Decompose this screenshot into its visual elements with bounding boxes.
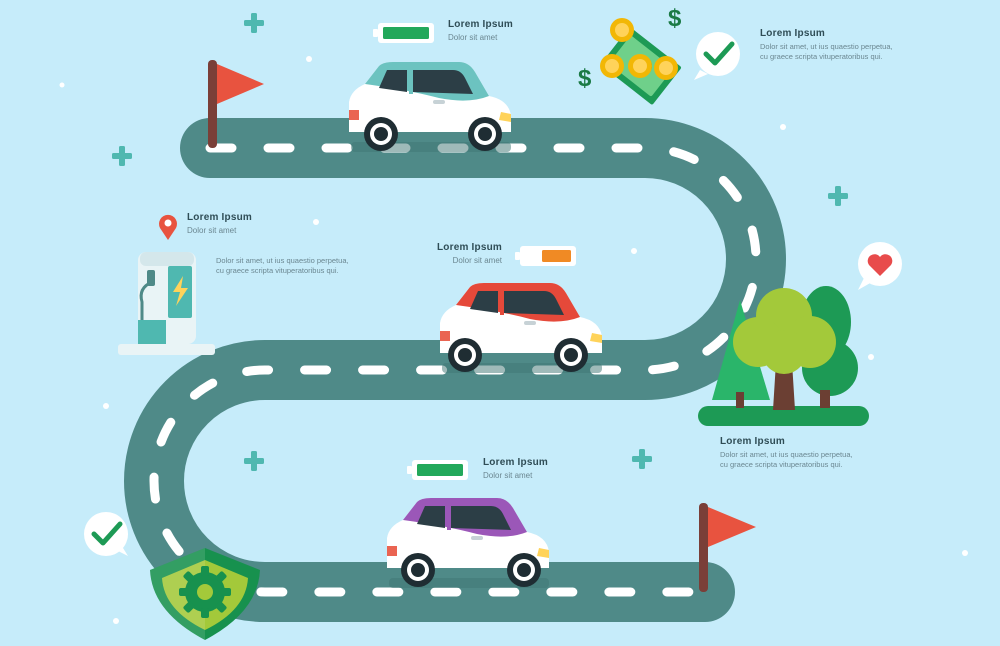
- label-title: Lorem Ipsum: [760, 28, 825, 39]
- road-dashes: [149, 143, 761, 597]
- heart-icon: [858, 242, 902, 290]
- label-subtitle: Dolor sit amet: [483, 471, 533, 480]
- label-title: Lorem Ipsum: [720, 436, 785, 447]
- label-subtitle: Dolor sit amet: [187, 226, 237, 235]
- label-title: Lorem Ipsum: [187, 212, 252, 223]
- label-subtitle: Dolor sit amet: [452, 256, 502, 265]
- car-purple-icon: [387, 498, 549, 588]
- label-subtitle: Dolor sit amet: [448, 33, 498, 42]
- label-title: Lorem Ipsum: [448, 19, 513, 30]
- svg-text:$: $: [668, 5, 682, 32]
- car-red-icon: [440, 283, 602, 373]
- trees-icon: [698, 286, 869, 426]
- label-station: Lorem Ipsum Dolor sit amet: [187, 212, 252, 235]
- label-mid-car: Lorem Ipsum Dolor sit amet: [402, 242, 502, 265]
- battery-full-icon-bottom: [407, 460, 468, 480]
- check-icon-bottom: [84, 512, 128, 556]
- svg-text:$: $: [578, 65, 592, 92]
- finish-flag-icon: [699, 503, 756, 592]
- decorative-dots: [59, 56, 968, 624]
- label-title: Lorem Ipsum: [483, 457, 548, 468]
- charging-station-icon: [118, 252, 215, 355]
- car-teal-icon: [349, 62, 511, 152]
- label-bottom-car: Lorem Ipsum Dolor sit amet: [483, 457, 548, 480]
- battery-low-icon-mid: [515, 246, 576, 266]
- shield-gear-icon: [150, 548, 260, 640]
- battery-full-icon-top: [373, 23, 434, 43]
- label-body: Dolor sit amet, ut ius quaestio perpetua…: [216, 256, 349, 275]
- label-money: Lorem Ipsum Dolor sit amet, ut ius quaes…: [760, 28, 900, 62]
- label-trees: Lorem Ipsum Dolor sit amet, ut ius quaes…: [720, 436, 860, 470]
- check-icon-top: [694, 32, 740, 80]
- label-body: Dolor sit amet, ut ius quaestio perpetua…: [760, 42, 893, 61]
- start-flag-icon: [208, 60, 264, 148]
- label-body: Dolor sit amet, ut ius quaestio perpetua…: [720, 450, 853, 469]
- label-top-car: Lorem Ipsum Dolor sit amet: [448, 19, 513, 42]
- location-pin-icon: [159, 214, 177, 240]
- label-title: Lorem Ipsum: [437, 242, 502, 253]
- label-station-body: Dolor sit amet, ut ius quaestio perpetua…: [216, 256, 356, 276]
- money-icon: $ $: [578, 5, 682, 105]
